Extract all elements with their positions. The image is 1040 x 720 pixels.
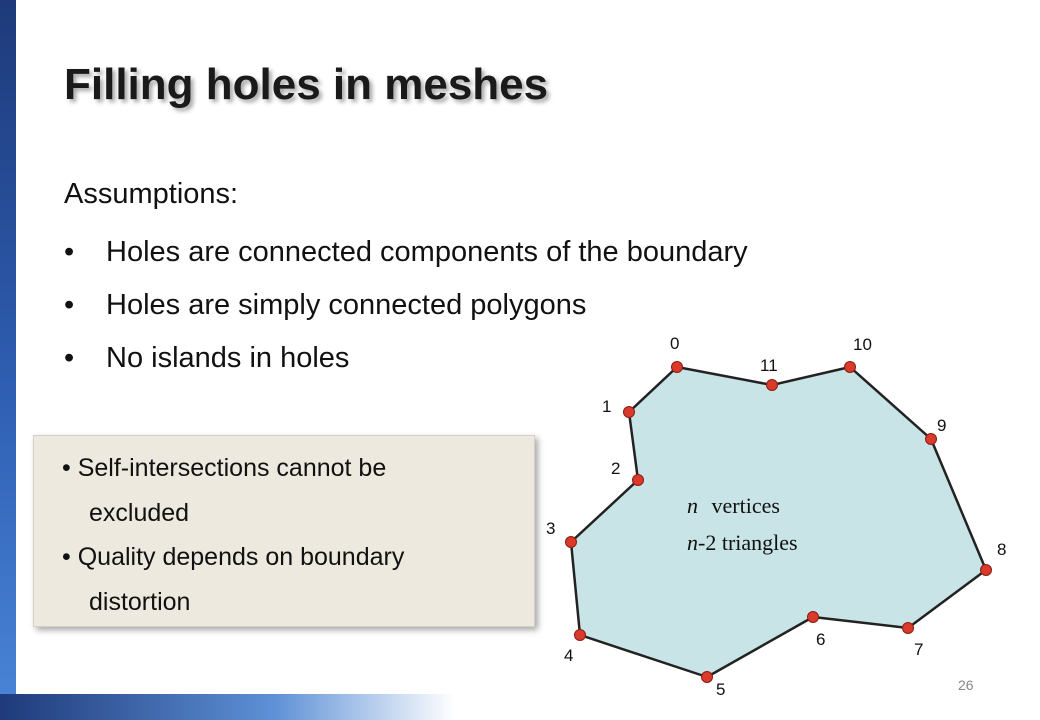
assumption-text: No islands in holes: [106, 342, 350, 374]
note-item: • Quality depends on boundary: [62, 543, 404, 572]
hole-polygon-figure: 0 1 2 3 4 5 6 7 8 9 10 11 n vertices n-2…: [546, 334, 1006, 699]
vertex-label: 9: [937, 416, 946, 435]
vertex-point: [671, 361, 683, 373]
vertex-point: [902, 622, 914, 634]
vertex-point: [574, 629, 586, 641]
vertex-label: 0: [670, 334, 679, 353]
note-bullet-icon: •: [62, 454, 71, 482]
page-number: 26: [958, 677, 974, 693]
slide-title: Filling holes in meshes: [64, 60, 549, 109]
left-accent-bar: [0, 0, 16, 720]
vertex-point: [807, 611, 819, 623]
vertex-label: 4: [564, 646, 573, 665]
assumption-text: Holes are connected components of the bo…: [106, 236, 748, 268]
caption-n: n: [687, 493, 698, 518]
vertex-label: 8: [997, 540, 1006, 559]
vertex-label: 11: [760, 356, 778, 375]
bullet-icon: •: [64, 342, 75, 374]
limitations-box: • Self-intersections cannot be excluded …: [33, 435, 535, 627]
vertex-label: 7: [914, 640, 923, 659]
bullet-icon: •: [64, 289, 75, 321]
vertex-label: 2: [611, 459, 620, 478]
note-text: Self-intersections cannot be: [77, 454, 387, 482]
caption-vertices: vertices: [712, 493, 780, 518]
bottom-accent-bar: [0, 694, 455, 720]
vertex-label: 10: [853, 335, 872, 354]
vertex-point: [623, 406, 635, 418]
vertex-count-caption: n vertices: [687, 493, 780, 518]
caption-triangles: -2 triangles: [698, 530, 798, 555]
vertex-point: [565, 536, 577, 548]
note-bullet-icon: •: [62, 543, 71, 571]
assumption-item: • Holes are simply connected polygons: [64, 283, 748, 336]
assumption-text: Holes are simply connected polygons: [106, 289, 587, 321]
vertex-point: [701, 671, 713, 683]
vertex-point: [925, 433, 937, 445]
vertex-label: 3: [546, 519, 555, 538]
vertex-point: [766, 379, 778, 391]
vertex-point: [844, 361, 856, 373]
assumption-item: • Holes are connected components of the …: [64, 230, 748, 283]
note-continuation: excluded: [89, 499, 190, 527]
bullet-icon: •: [64, 236, 75, 268]
vertex-markers: [565, 361, 992, 683]
note-item: • Self-intersections cannot be: [62, 454, 386, 483]
assumption-item: • No islands in holes: [64, 336, 748, 389]
vertex-label: 6: [816, 630, 825, 649]
vertex-labels: 0 1 2 3 4 5 6 7 8 9 10 11: [546, 334, 1006, 699]
assumptions-label: Assumptions:: [64, 178, 239, 210]
triangle-count-caption: n-2 triangles: [687, 530, 798, 555]
vertex-label: 5: [716, 680, 725, 699]
vertex-label: 1: [602, 397, 611, 416]
vertex-point: [980, 564, 992, 576]
note-text: Quality depends on boundary: [77, 543, 405, 571]
assumption-list: • Holes are connected components of the …: [64, 230, 748, 389]
caption-n: n: [687, 530, 698, 555]
note-continuation: distortion: [89, 588, 191, 616]
vertex-point: [632, 474, 644, 486]
